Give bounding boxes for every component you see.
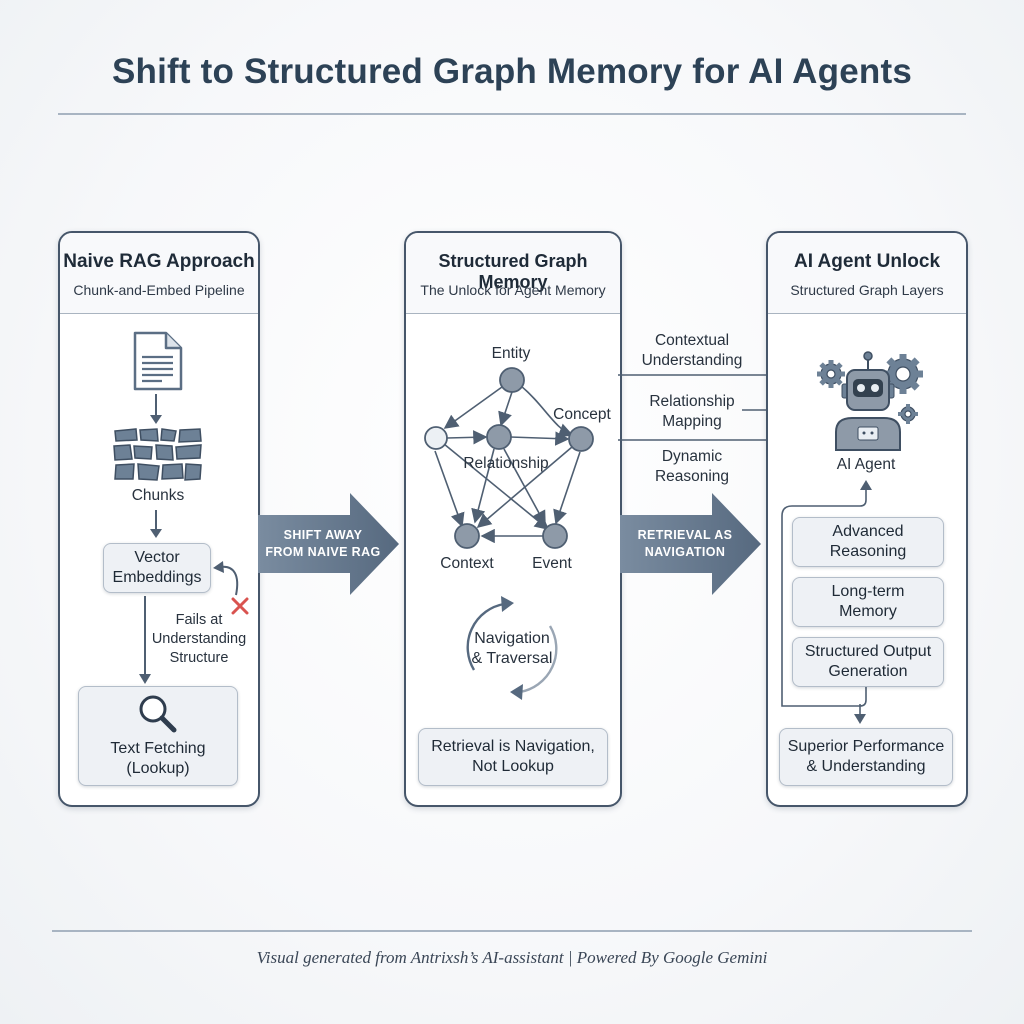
- relationship-mapping-label: Relationship Mapping: [649, 393, 735, 430]
- text-fetching-label: Text Fetching (Lookup): [110, 740, 206, 777]
- doc-to-chunks-arrow: [150, 394, 162, 424]
- node-context-label: Context: [440, 555, 494, 572]
- text-fetching-box: Text Fetching (Lookup): [78, 686, 238, 786]
- node-entity-label: Entity: [491, 345, 531, 362]
- naive-rag-subtitle: Chunk-and-Embed Pipeline: [73, 282, 245, 298]
- retrieval-arrow-label: RETRIEVAL AS NAVIGATION: [637, 528, 733, 559]
- chunks-icon: [113, 428, 202, 481]
- vector-embeddings-box: Vector Embeddings: [103, 543, 211, 593]
- fail-x-icon: [231, 597, 249, 615]
- graph-memory-title: Structured Graph Memory: [438, 251, 588, 292]
- shift-away-label: SHIFT AWAY FROM NAIVE RAG: [265, 528, 381, 559]
- layer-label: Structured Output Generation: [804, 643, 932, 680]
- vector-to-fetch-arrow: [139, 596, 151, 684]
- layer-label: Long-term Memory: [831, 583, 905, 620]
- page-title: Shift to Structured Graph Memory for AI …: [112, 52, 912, 91]
- document-icon: [133, 331, 183, 391]
- agent-unlock-header: AI Agent Unlock Structured Graph Layers: [768, 233, 966, 314]
- naive-rag-header: Naive RAG Approach Chunk-and-Embed Pipel…: [60, 233, 258, 314]
- layer-long-term-memory: Long-term Memory: [792, 577, 944, 627]
- shift-away-arrow: [258, 493, 399, 595]
- layer-label: Advanced Reasoning: [829, 523, 907, 560]
- footer-divider: [52, 930, 972, 932]
- chunks-to-vector-arrow: [150, 510, 162, 538]
- superior-performance-box: Superior Performance & Understanding: [779, 728, 953, 786]
- title-divider: [58, 113, 966, 115]
- agent-unlock-subtitle: Structured Graph Layers: [790, 282, 944, 298]
- dynamic-reasoning-label: Dynamic Reasoning: [654, 448, 730, 485]
- superior-performance-label: Superior Performance & Understanding: [787, 738, 945, 775]
- knowledge-graph: [424, 367, 594, 549]
- footer-credit: Visual generated from Antrixsh’s AI-assi…: [256, 948, 768, 967]
- layer-advanced-reasoning: Advanced Reasoning: [792, 517, 944, 567]
- magnifier-icon: [139, 695, 177, 733]
- retrieval-arrow: [620, 493, 761, 595]
- graph-memory-panel: Structured Graph Memory The Unlock for A…: [404, 231, 622, 807]
- navigation-cycle-arrows: [466, 596, 558, 700]
- fail-feedback-arrow: [213, 561, 239, 596]
- graph-memory-subtitle: The Unlock for Agent Memory: [420, 282, 606, 298]
- retrieval-navigation-label: Retrieval is Navigation, Not Lookup: [431, 738, 595, 775]
- contextual-understanding-label: Contextual Understanding: [641, 332, 743, 369]
- layers-bracket-arrow: [781, 480, 872, 724]
- fails-label: Fails at Understanding Structure: [151, 612, 247, 666]
- node-event-label: Event: [532, 555, 572, 572]
- graph-memory-header: Structured Graph Memory The Unlock for A…: [406, 233, 620, 314]
- ai-agent-label: AI Agent: [836, 456, 896, 473]
- node-concept-label: Concept: [553, 406, 611, 423]
- agent-unlock-title: AI Agent Unlock: [793, 251, 941, 272]
- node-relationship-label: Relationship: [463, 455, 549, 472]
- robot-icon: [817, 351, 923, 451]
- retrieval-navigation-box: Retrieval is Navigation, Not Lookup: [418, 728, 608, 786]
- vector-embeddings-label: Vector Embeddings: [112, 549, 202, 586]
- naive-rag-title: Naive RAG Approach: [63, 251, 255, 272]
- chunks-label: Chunks: [131, 487, 185, 504]
- navigation-traversal-label: Navigation & Traversal: [471, 630, 553, 667]
- layer-structured-output: Structured Output Generation: [792, 637, 944, 687]
